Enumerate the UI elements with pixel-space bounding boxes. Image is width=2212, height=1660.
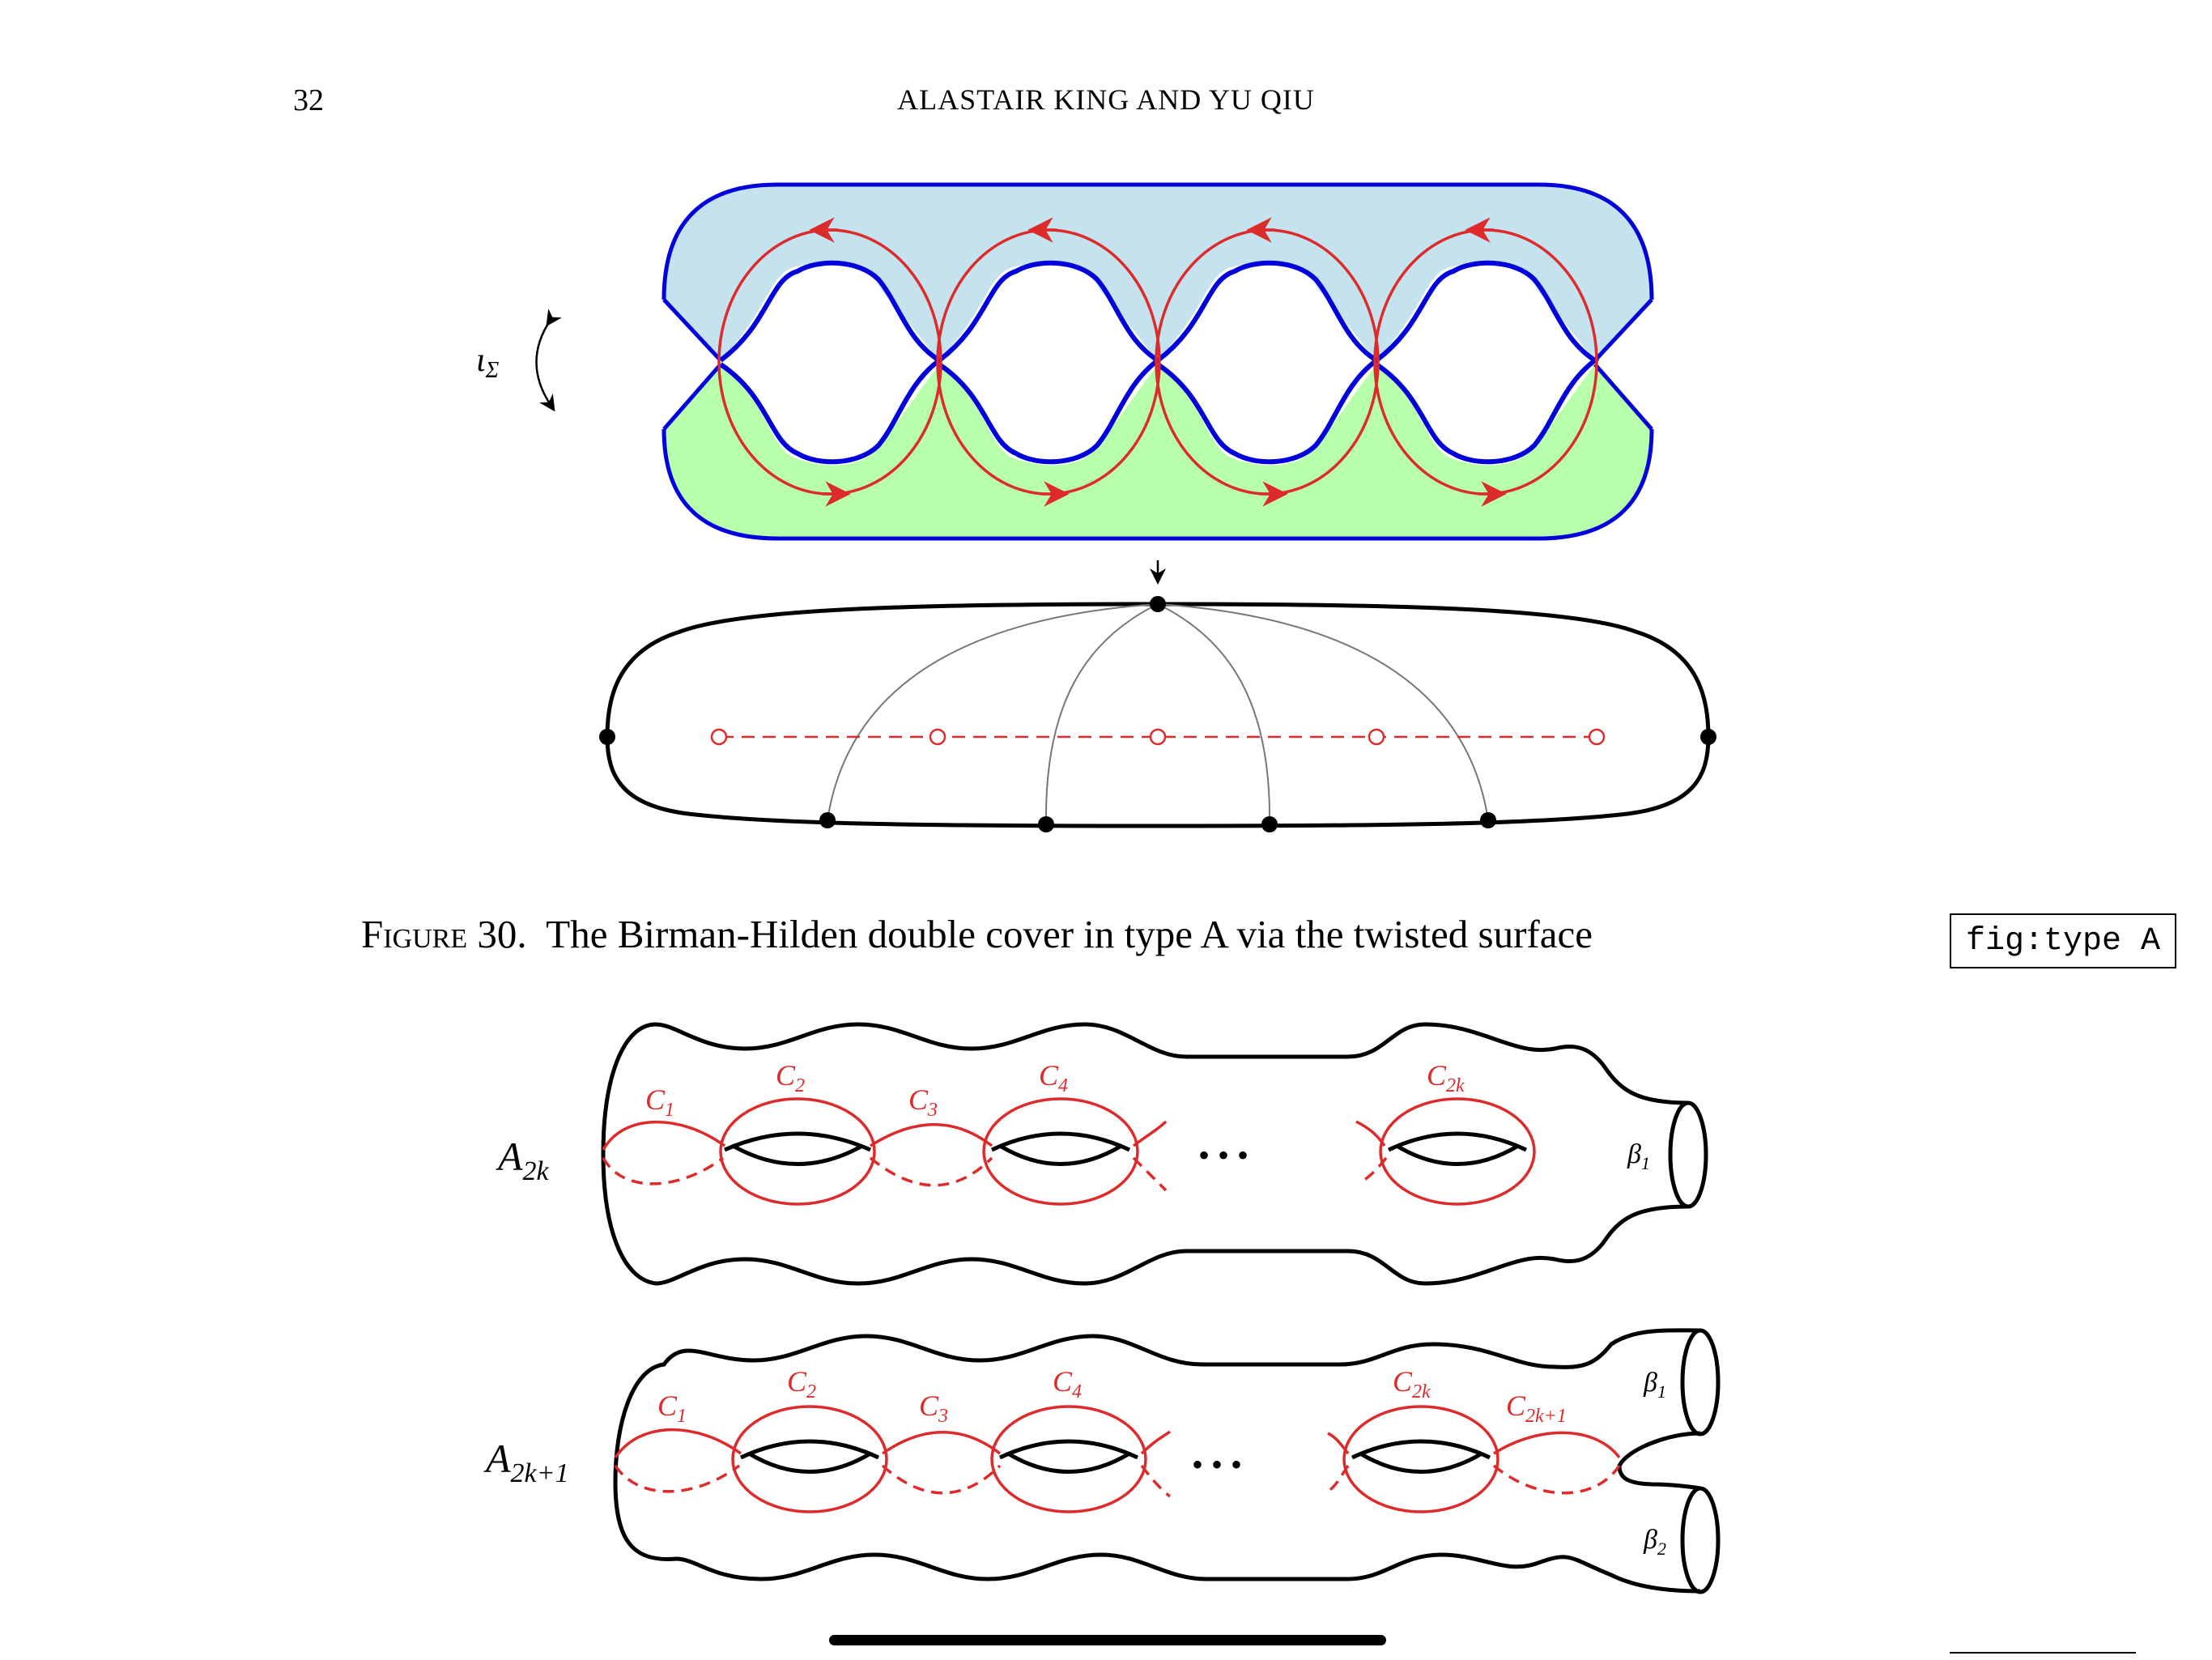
involution-arrow bbox=[535, 309, 562, 412]
next-label-box-edge bbox=[1950, 1652, 2136, 1660]
boundary-label-beta1: β1 bbox=[1627, 1139, 1650, 1173]
gray-arcs bbox=[827, 603, 1489, 825]
ellipsis-a2k: • • • bbox=[1198, 1137, 1249, 1173]
curve-label: C4 bbox=[1039, 1059, 1068, 1096]
figure-number: Figure 30. bbox=[361, 912, 527, 956]
curve-label: C2k bbox=[1393, 1365, 1431, 1402]
a2k1-outline bbox=[613, 1328, 1701, 1594]
curve-label: C1 bbox=[645, 1083, 674, 1121]
caption-text: The Birman-Hilden double cover in type A… bbox=[546, 912, 1593, 956]
curve-label: C2k bbox=[1427, 1059, 1465, 1096]
page-number: 32 bbox=[293, 83, 324, 117]
curve-label: C2 bbox=[787, 1365, 816, 1402]
surface-name-a2k: A2k bbox=[496, 1134, 550, 1186]
top-half-region bbox=[664, 185, 1652, 360]
bottom-half-region bbox=[664, 364, 1652, 538]
curve-label: C4 bbox=[1053, 1365, 1082, 1402]
boundary-label-beta2: β2 bbox=[1643, 1525, 1666, 1559]
curve-label: C3 bbox=[908, 1083, 938, 1121]
a2k-outline bbox=[601, 1022, 1689, 1286]
hole-boundaries bbox=[719, 260, 1600, 465]
curve-label: C3 bbox=[919, 1390, 948, 1427]
running-head: ALASTAIR KING AND YU QIU bbox=[897, 83, 1315, 116]
curve-label: C1 bbox=[657, 1390, 687, 1427]
outer-boundary bbox=[661, 182, 1654, 541]
surface-a2k: • • • A2k C1 C2 C3 C4 C2k β1 bbox=[496, 1022, 1708, 1286]
quotient-disk bbox=[605, 602, 1711, 828]
surface-name-a2k1: A2k+1 bbox=[483, 1436, 569, 1488]
red-curves bbox=[717, 217, 1598, 507]
marked-points bbox=[710, 728, 1606, 746]
boundary-label-beta1: β1 bbox=[1643, 1368, 1666, 1402]
ellipsis-a2k1: • • • bbox=[1192, 1446, 1242, 1483]
home-indicator[interactable] bbox=[829, 1635, 1386, 1645]
figure-label-box[interactable]: fig:type A bbox=[1950, 913, 2176, 968]
curve-label: C2 bbox=[776, 1059, 805, 1096]
figure-caption: Figure 30. The Birman-Hilden double cove… bbox=[361, 911, 1593, 957]
involution-label: ιΣ bbox=[476, 342, 500, 383]
curve-label: C2k+1 bbox=[1506, 1390, 1567, 1427]
figure-30: ιΣ bbox=[476, 182, 1716, 832]
surface-a2k1: • • • A2k+1 C1 C2 C3 C4 C2k C2k+1 β1 β2 bbox=[483, 1328, 1721, 1594]
boundary-points bbox=[599, 596, 1716, 832]
